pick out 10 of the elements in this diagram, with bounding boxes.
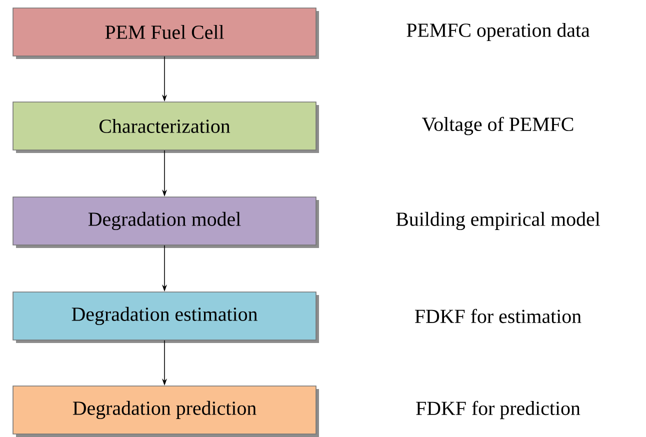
process-box: Degradation model — [12, 196, 319, 248]
process-box: Degradation estimation — [12, 292, 319, 343]
side-note: FDKF for estimation — [415, 308, 582, 324]
process-box: Characterization — [12, 102, 319, 153]
side-note: Voltage of PEMFC — [422, 116, 574, 136]
side-note: PEMFC operation data — [406, 22, 590, 42]
side-note: FDKF for prediction — [416, 400, 580, 420]
process-box: Degradation prediction — [12, 386, 319, 437]
side-note: Building empirical model — [396, 212, 600, 230]
process-box: PEM Fuel Cell — [12, 8, 319, 59]
